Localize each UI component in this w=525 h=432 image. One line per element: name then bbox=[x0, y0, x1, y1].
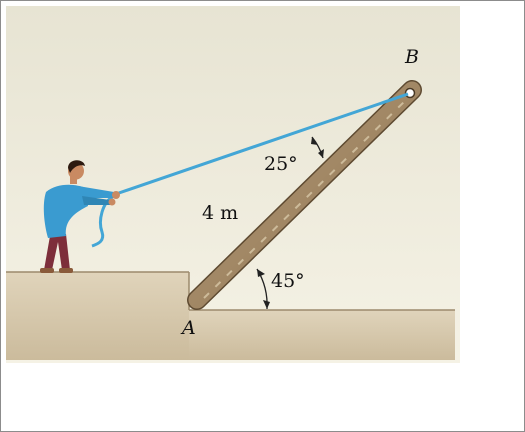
label-length: 4 m bbox=[202, 202, 238, 224]
person-pulling-rope-icon bbox=[40, 160, 120, 273]
diagram-svg: B A 4 m 25° 45° bbox=[6, 6, 460, 363]
label-point-a: A bbox=[180, 317, 196, 339]
pole bbox=[187, 80, 422, 310]
left-platform bbox=[6, 271, 190, 360]
arrowhead-45-high bbox=[257, 269, 265, 277]
label-point-b: B bbox=[404, 46, 419, 68]
rope bbox=[115, 92, 409, 196]
arrowhead-45-low bbox=[263, 300, 270, 309]
lower-ground bbox=[189, 309, 455, 360]
arrowhead-25-top bbox=[311, 137, 318, 145]
label-ground-angle: 45° bbox=[271, 270, 305, 292]
statics-diagram: B A 4 m 25° 45° bbox=[6, 6, 460, 363]
arrowhead-25-bottom bbox=[318, 149, 324, 158]
label-rope-angle: 25° bbox=[264, 153, 298, 175]
